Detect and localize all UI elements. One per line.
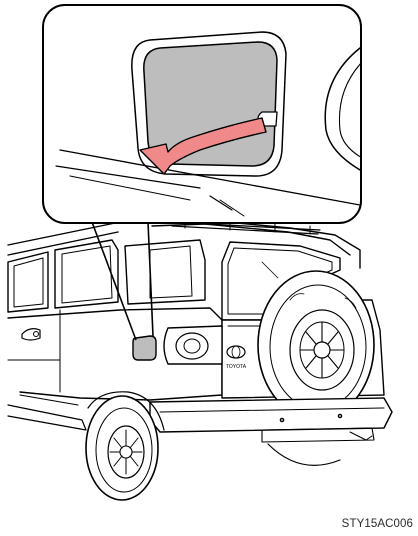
door-handle-icon [22,329,40,340]
tail-light [164,326,222,364]
spare-tire [258,271,374,419]
side-windows [8,240,205,312]
rear-bumper [150,398,392,442]
figure-code: STY15AC006 [342,518,413,530]
vehicle-rear-view: TOYOTA [8,218,392,500]
badge-text: TOYOTA [226,364,247,370]
